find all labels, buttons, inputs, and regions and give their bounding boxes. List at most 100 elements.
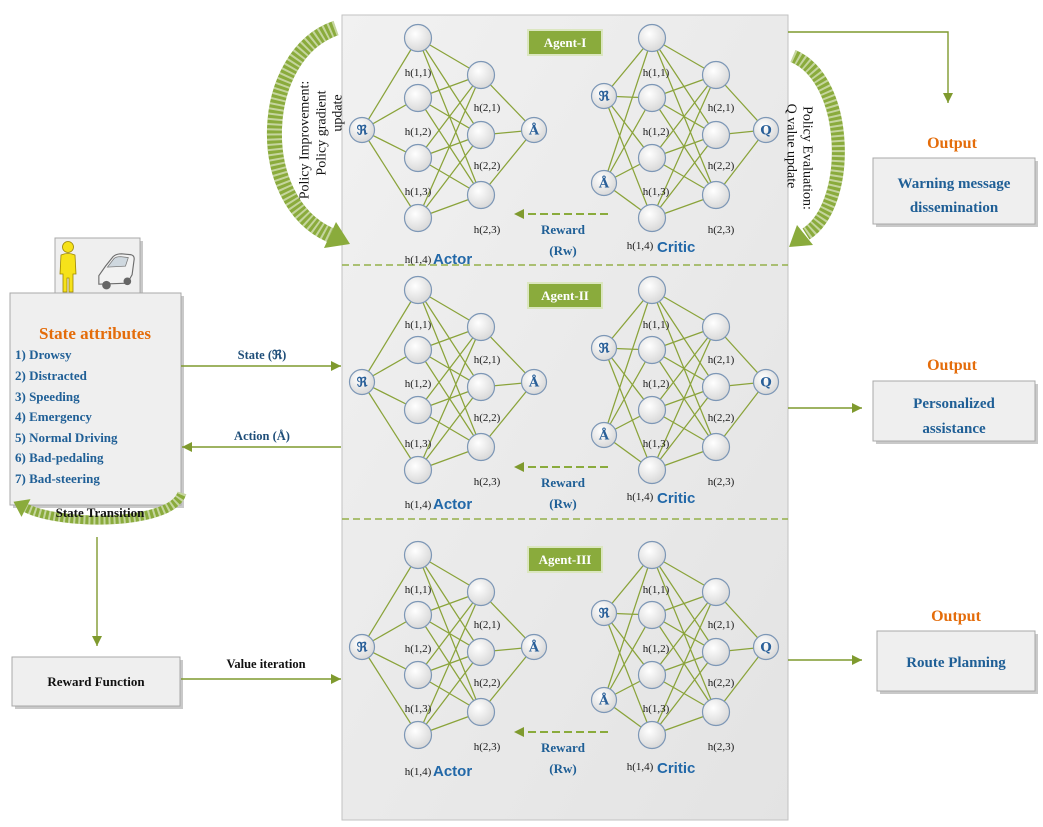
output-1-text-line-1: Warning message (898, 176, 1011, 192)
state-attribute-item: 7) Bad-steering (15, 471, 100, 486)
state-flow-label: State (ℜ) (238, 348, 287, 362)
critic-hidden1-node (637, 395, 667, 425)
actor-edge (417, 386, 482, 471)
critic-input-node (590, 169, 618, 197)
output-2-heading: Output (927, 357, 977, 374)
critic-edge (651, 651, 717, 736)
actor-hidden1-node (403, 143, 433, 173)
critic-edge (651, 74, 717, 159)
actor-hidden1-node (403, 600, 433, 630)
critic-hidden2-label: h(2,2) (708, 160, 735, 172)
critic-hidden1-node (637, 540, 667, 570)
state-transition-label: State Transition (56, 505, 145, 520)
agent-3-name: Agent-III (539, 552, 592, 567)
agent-1-tag: Agent-I (527, 29, 603, 56)
critic-hidden1-node (637, 660, 667, 690)
reward-label: Reward (541, 475, 586, 490)
critic-edge (651, 74, 717, 219)
critic-output-node-symbol: Q (760, 641, 771, 656)
critic-edge (603, 97, 653, 184)
actor-hidden2-node (466, 372, 496, 402)
reward-symbol-label: (Rw) (549, 761, 576, 776)
critic-input-node (590, 421, 618, 449)
critic-hidden1-node (637, 455, 667, 485)
critic-input-node-symbol: ℜ (599, 90, 610, 105)
actor-hidden1-node (403, 203, 433, 233)
critic-hidden1-label: h(1,2) (643, 643, 670, 655)
reward-label: Reward (541, 740, 586, 755)
critic-hidden2-node (701, 120, 731, 150)
actor-hidden2-node (466, 577, 496, 607)
actor-hidden1-label: h(1,2) (405, 126, 432, 138)
actor-input-node-symbol: ℜ (357, 376, 368, 391)
output-1-box: Warning message dissemination (872, 157, 1038, 227)
critic-hidden2-node (701, 180, 731, 210)
actor-label: Actor (433, 763, 472, 780)
agent-tag-box (527, 29, 603, 56)
state-box (9, 292, 182, 506)
output-1-heading: Output (927, 135, 977, 152)
critic-edge (651, 386, 717, 471)
output-3-heading: Output (931, 608, 981, 625)
policy-improvement-line-3: update (331, 94, 346, 131)
critic-edge (603, 37, 653, 184)
actor-hidden2-label: h(2,3) (474, 224, 501, 236)
actor-edge (361, 129, 419, 219)
state-attributes-box: State attributes 1) Drowsy 2) Distracted… (9, 292, 184, 508)
actor-hidden1-node (403, 23, 433, 53)
actor-hidden1-label: h(1,1) (405, 584, 432, 596)
actor-edge (417, 74, 482, 159)
policy-evaluation-arrow (789, 50, 845, 247)
critic-hidden2-label: h(2,2) (708, 412, 735, 424)
critic-hidden1-node (637, 275, 667, 305)
critic-hidden1-node (637, 720, 667, 750)
critic-edge (651, 326, 717, 471)
actor-hidden1-node (403, 540, 433, 570)
value-iteration-label: Value iteration (226, 657, 305, 671)
critic-input-node-symbol: ℜ (599, 342, 610, 357)
critic-edge (651, 591, 717, 676)
actor-output-node (520, 368, 548, 396)
policy-improvement-label: Policy Improvement: Policy gradient upda… (298, 81, 346, 200)
critic-hidden1-label: h(1,2) (643, 126, 670, 138)
actor-hidden1-label: h(1,3) (405, 186, 432, 198)
critic-input-node-symbol: Å (598, 428, 610, 444)
actor-hidden1-label: h(1,4) (405, 766, 432, 778)
critic-edge (651, 134, 717, 219)
critic-hidden2-label: h(2,3) (708, 224, 735, 236)
critic-input-node (590, 599, 618, 627)
actor-hidden2-label: h(2,2) (474, 412, 501, 424)
policy-evaluation-line-2: Q value update (784, 104, 799, 189)
person-icon (59, 241, 77, 293)
critic-edge (603, 554, 653, 701)
actor-hidden1-node (403, 395, 433, 425)
critic-hidden2-label: h(2,2) (708, 677, 735, 689)
critic-hidden2-label: h(2,3) (708, 741, 735, 753)
actor-hidden1-label: h(1,3) (405, 703, 432, 715)
critic-hidden2-node (701, 432, 731, 462)
actor-output-node (520, 633, 548, 661)
policy-evaluation-label: Policy Evaluation: Q value update (784, 104, 815, 210)
actor-hidden1-node (403, 455, 433, 485)
actor-hidden2-node (466, 697, 496, 727)
agent-2-tag: Agent-II (527, 282, 603, 309)
policy-improvement-line-1: Policy Improvement: (298, 81, 313, 200)
critic-input-node-symbol: Å (598, 176, 610, 192)
state-attributes-title: State attributes (39, 324, 151, 343)
critic-output-node (752, 368, 780, 396)
output-1-connector (788, 31, 953, 103)
actor-input-node-symbol: ℜ (357, 641, 368, 656)
agent-2-name: Agent-II (541, 288, 589, 303)
critic-label: Critic (657, 490, 695, 507)
reward-label: Reward (541, 222, 586, 237)
actor-hidden2-label: h(2,2) (474, 677, 501, 689)
actor-edge (361, 289, 419, 383)
critic-output-node-symbol: Q (760, 124, 771, 139)
actor-output-node (520, 116, 548, 144)
critic-edge (603, 289, 653, 436)
critic-hidden1-label: h(1,2) (643, 378, 670, 390)
actor-hidden1-node (403, 660, 433, 690)
